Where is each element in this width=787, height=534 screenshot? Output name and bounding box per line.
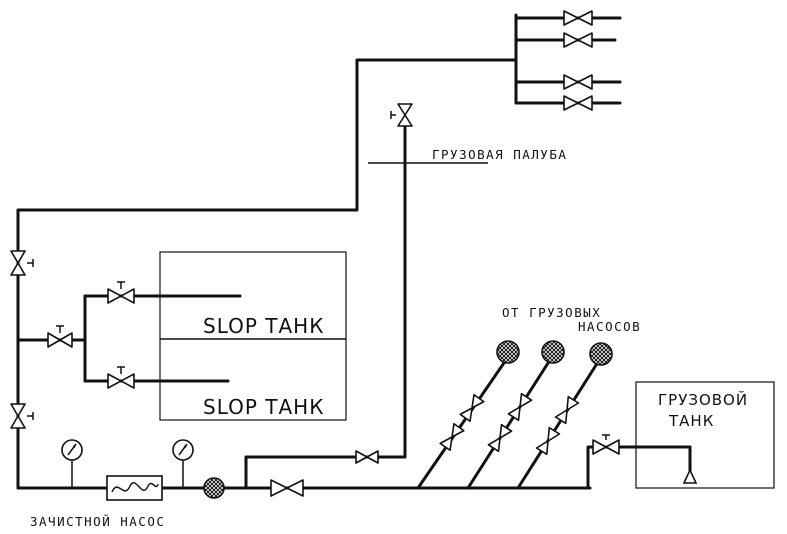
cargo-tank-label-1: ГРУЗОВОЙ: [658, 390, 748, 409]
pipe-left-riser-to-manifold: [16, 58, 518, 490]
cargo-pump-1-valve-lower[interactable]: [439, 422, 465, 452]
manifold-valve-4[interactable]: [563, 95, 593, 111]
cargo-tank-valve[interactable]: [592, 434, 620, 455]
slop-tank-lower-valve[interactable]: [107, 366, 135, 389]
suction-bellmouth-icon: [682, 468, 698, 484]
cargo-tank-label-2: ТАНК: [668, 412, 714, 430]
main-line-valve[interactable]: [270, 479, 304, 497]
from-cargo-pumps-label-2: НАСОСОВ: [578, 319, 641, 334]
strainer-icon: [203, 477, 225, 499]
slop-tank-upper-valve[interactable]: [107, 281, 135, 304]
slop-tank-upper-label: SLOP ТАНК: [203, 314, 324, 338]
stripping-pump: [106, 475, 163, 501]
pipe-from-cargo-pump-2: [466, 358, 552, 490]
cargo-pump-3-valve-upper[interactable]: [554, 395, 580, 425]
manifold-valve-1[interactable]: [563, 10, 593, 26]
riser-valve-lower[interactable]: [10, 403, 34, 429]
riser-valve-upper[interactable]: [10, 250, 34, 276]
deck-riser-valve[interactable]: [355, 450, 379, 464]
cargo-pump-1-connection: [496, 340, 520, 364]
pipe-from-cargo-pump-1: [416, 358, 508, 490]
slop-tank-box: [159, 251, 347, 421]
slop-tanks: [159, 251, 347, 421]
pipework: [16, 13, 692, 490]
slop-branch-valve[interactable]: [47, 325, 73, 348]
valves: [10, 10, 620, 497]
cargo-deck-label: ГРУЗОВАЯ ПАЛУБА: [432, 147, 567, 162]
manifold-valve-2[interactable]: [563, 32, 593, 48]
pressure-gauge-suction: [61, 439, 83, 461]
pipe-from-cargo-pump-3: [516, 360, 600, 490]
manifold-valve-3[interactable]: [563, 74, 593, 90]
slop-tank-lower-label: SLOP ТАНК: [203, 395, 324, 419]
pipe-to-cargo-tank: [586, 445, 692, 490]
from-cargo-pumps-label-1: ОТ ГРУЗОВЫХ: [502, 305, 601, 320]
cargo-pump-3-valve-lower[interactable]: [535, 426, 561, 456]
cargo-pump-2-valve-lower[interactable]: [487, 423, 513, 453]
pressure-gauge-discharge: [172, 439, 194, 461]
stripping-pump-label: ЗАЧИСТНОЙ НАСОС: [30, 514, 165, 529]
cargo-pump-2-connection: [541, 340, 565, 364]
cargo-pump-2-valve-upper[interactable]: [507, 392, 533, 422]
pipe-to-cargo-deck: [244, 118, 407, 459]
cargo-tank-box: [635, 381, 775, 489]
cargo-pump-3-connection: [589, 342, 613, 366]
deck-valve[interactable]: [390, 103, 413, 127]
cargo-pump-1-valve-upper[interactable]: [459, 393, 485, 423]
